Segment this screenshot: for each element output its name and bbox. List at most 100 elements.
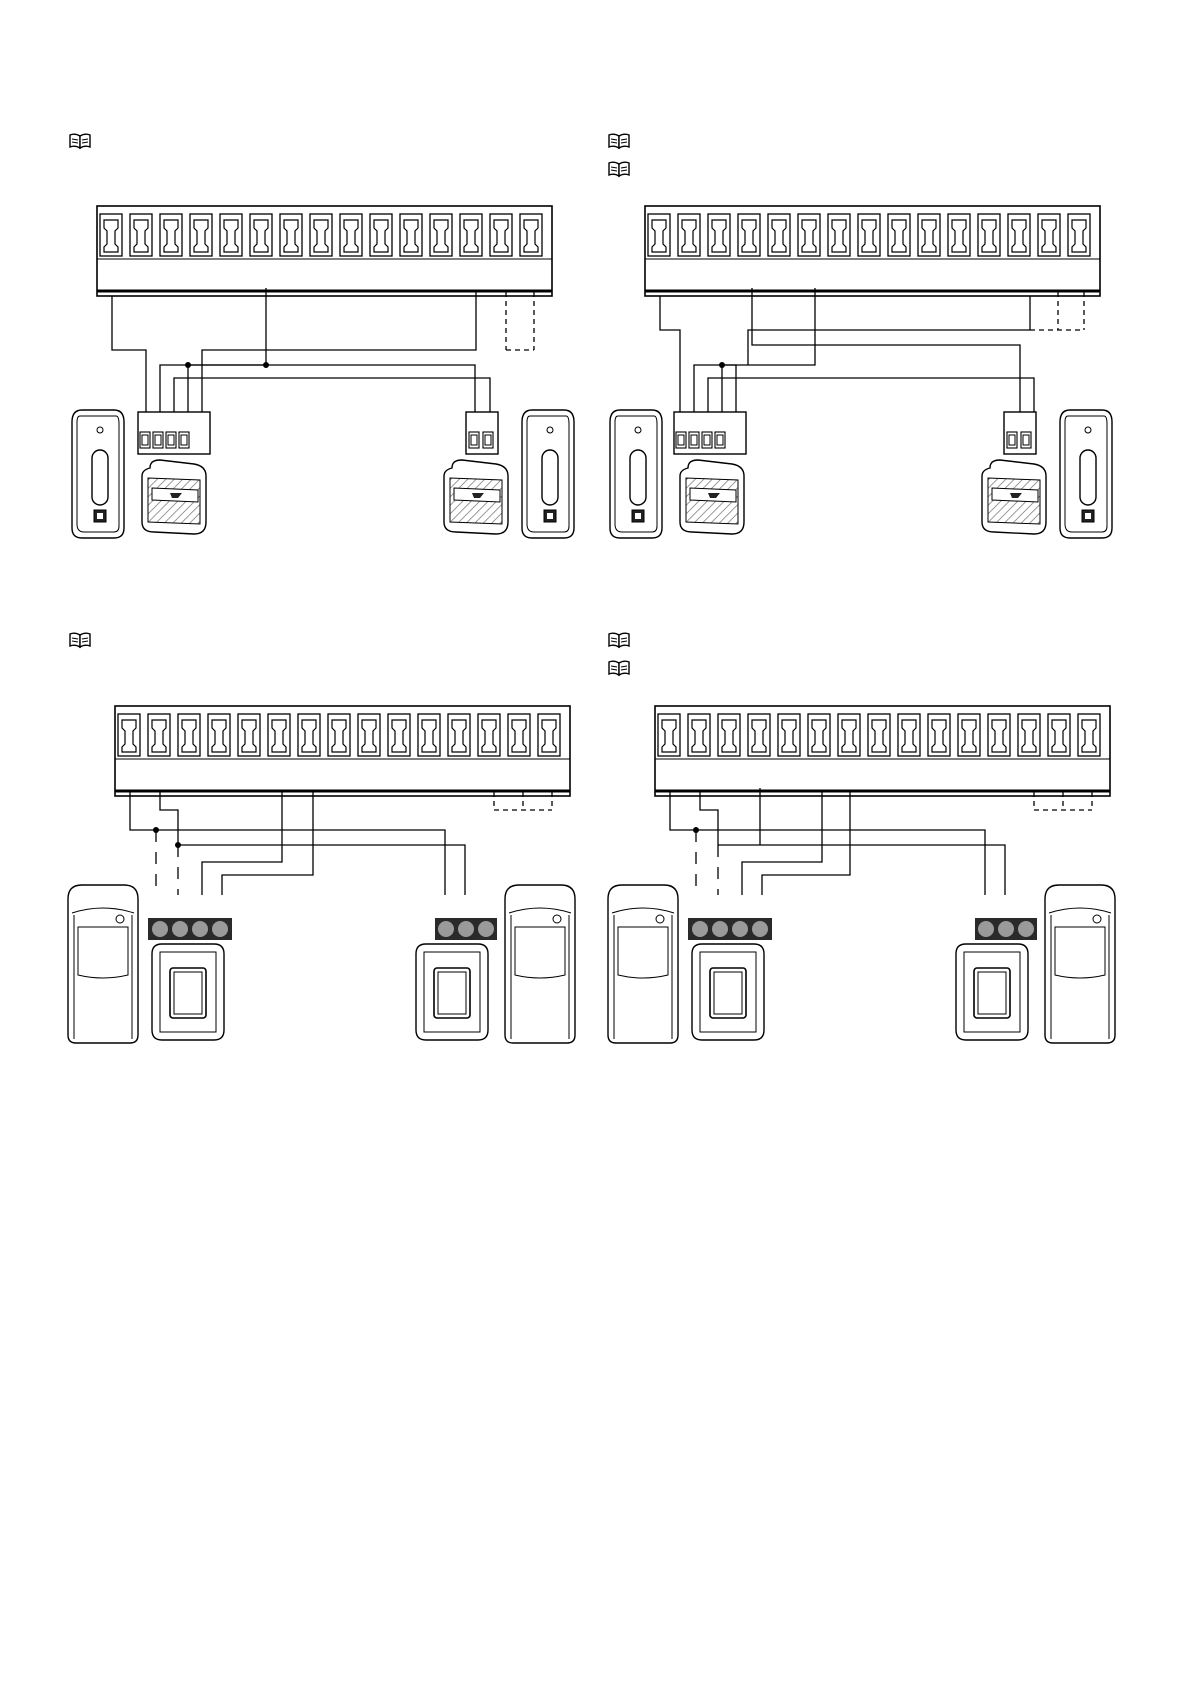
wiring [112,288,534,412]
terminal-cell [918,214,940,256]
terminal-block [115,706,570,796]
open-book-icon [70,134,90,148]
terminal-cell [958,714,980,756]
terminal-block [655,706,1110,796]
terminal-cell [898,714,920,756]
terminal-cell [298,714,320,756]
terminal-cell [798,214,820,256]
terminal-cell [708,214,730,256]
terminal-cell [160,214,182,256]
wiring [660,288,1084,412]
terminal-cell [130,214,152,256]
terminal-cell [678,214,700,256]
terminal-cell [340,214,362,256]
keypad-reader [416,944,488,1040]
transmitter-column [608,885,678,1043]
terminal-cell [808,714,830,756]
terminal-cell [238,714,260,756]
terminal-cell [778,714,800,756]
terminal-cell [748,714,770,756]
terminal-cell [208,714,230,756]
terminal-cell [310,214,332,256]
terminal-cell [928,714,950,756]
terminal-cell [118,714,140,756]
terminal-cell [220,214,242,256]
connector-2way [1004,412,1036,454]
terminal-cell [988,714,1010,756]
terminal-cell [250,214,272,256]
open-book-icon [609,633,629,647]
terminal-cell [190,214,212,256]
terminal-cell [648,214,670,256]
diagram-top-left [70,134,574,538]
connector-2way [466,412,498,454]
led-bar-3 [975,918,1037,940]
terminal-cell [888,214,910,256]
terminal-cell [718,714,740,756]
terminal-block [97,206,552,296]
terminal-cell [400,214,422,256]
terminal-cell [358,714,380,756]
terminal-cell [1038,214,1060,256]
receiver-column [1045,885,1115,1043]
transmitter-post [72,410,124,538]
terminal-cell [828,214,850,256]
terminal-cell [838,714,860,756]
transmitter-post [610,410,662,538]
terminal-cell [430,214,452,256]
diagram-bottom-right [608,633,1115,1043]
wiring [670,788,1092,895]
terminal-block [645,206,1100,296]
terminal-cell [328,714,350,756]
terminal-cell [688,714,710,756]
terminal-cell [868,714,890,756]
diagram-top-right [609,134,1112,538]
terminal-cell [520,214,542,256]
keypad-reader [692,944,764,1040]
connector-4way [674,412,746,454]
terminal-cell [490,214,512,256]
wall-sensor [142,460,206,534]
receiver-post [522,410,574,538]
wall-sensor [444,460,508,534]
terminal-cell [948,214,970,256]
led-bar-4 [148,918,232,940]
led-bar-4 [688,918,772,940]
terminal-cell [508,714,530,756]
terminal-cell [178,714,200,756]
terminal-cell [100,214,122,256]
terminal-cell [478,714,500,756]
terminal-cell [388,714,410,756]
terminal-cell [538,714,560,756]
wiring [130,792,552,895]
terminal-cell [738,214,760,256]
terminal-cell [1008,214,1030,256]
wall-sensor [982,460,1046,534]
transmitter-column [68,885,138,1043]
open-book-icon [609,162,629,176]
keypad-reader [152,944,224,1040]
terminal-cell [280,214,302,256]
led-bar-3 [435,918,497,940]
open-book-icon [70,633,90,647]
terminal-cell [1018,714,1040,756]
keypad-reader [956,944,1028,1040]
terminal-cell [370,214,392,256]
terminal-cell [1048,714,1070,756]
terminal-cell [148,714,170,756]
receiver-post [1060,410,1112,538]
terminal-cell [768,214,790,256]
terminal-cell [418,714,440,756]
terminal-cell [460,214,482,256]
open-book-icon [609,661,629,675]
terminal-cell [448,714,470,756]
receiver-column [505,885,575,1043]
terminal-cell [1078,714,1100,756]
terminal-cell [658,714,680,756]
open-book-icon [609,134,629,148]
diagram-bottom-left [68,633,575,1043]
wall-sensor [680,460,744,534]
terminal-cell [268,714,290,756]
terminal-cell [1068,214,1090,256]
